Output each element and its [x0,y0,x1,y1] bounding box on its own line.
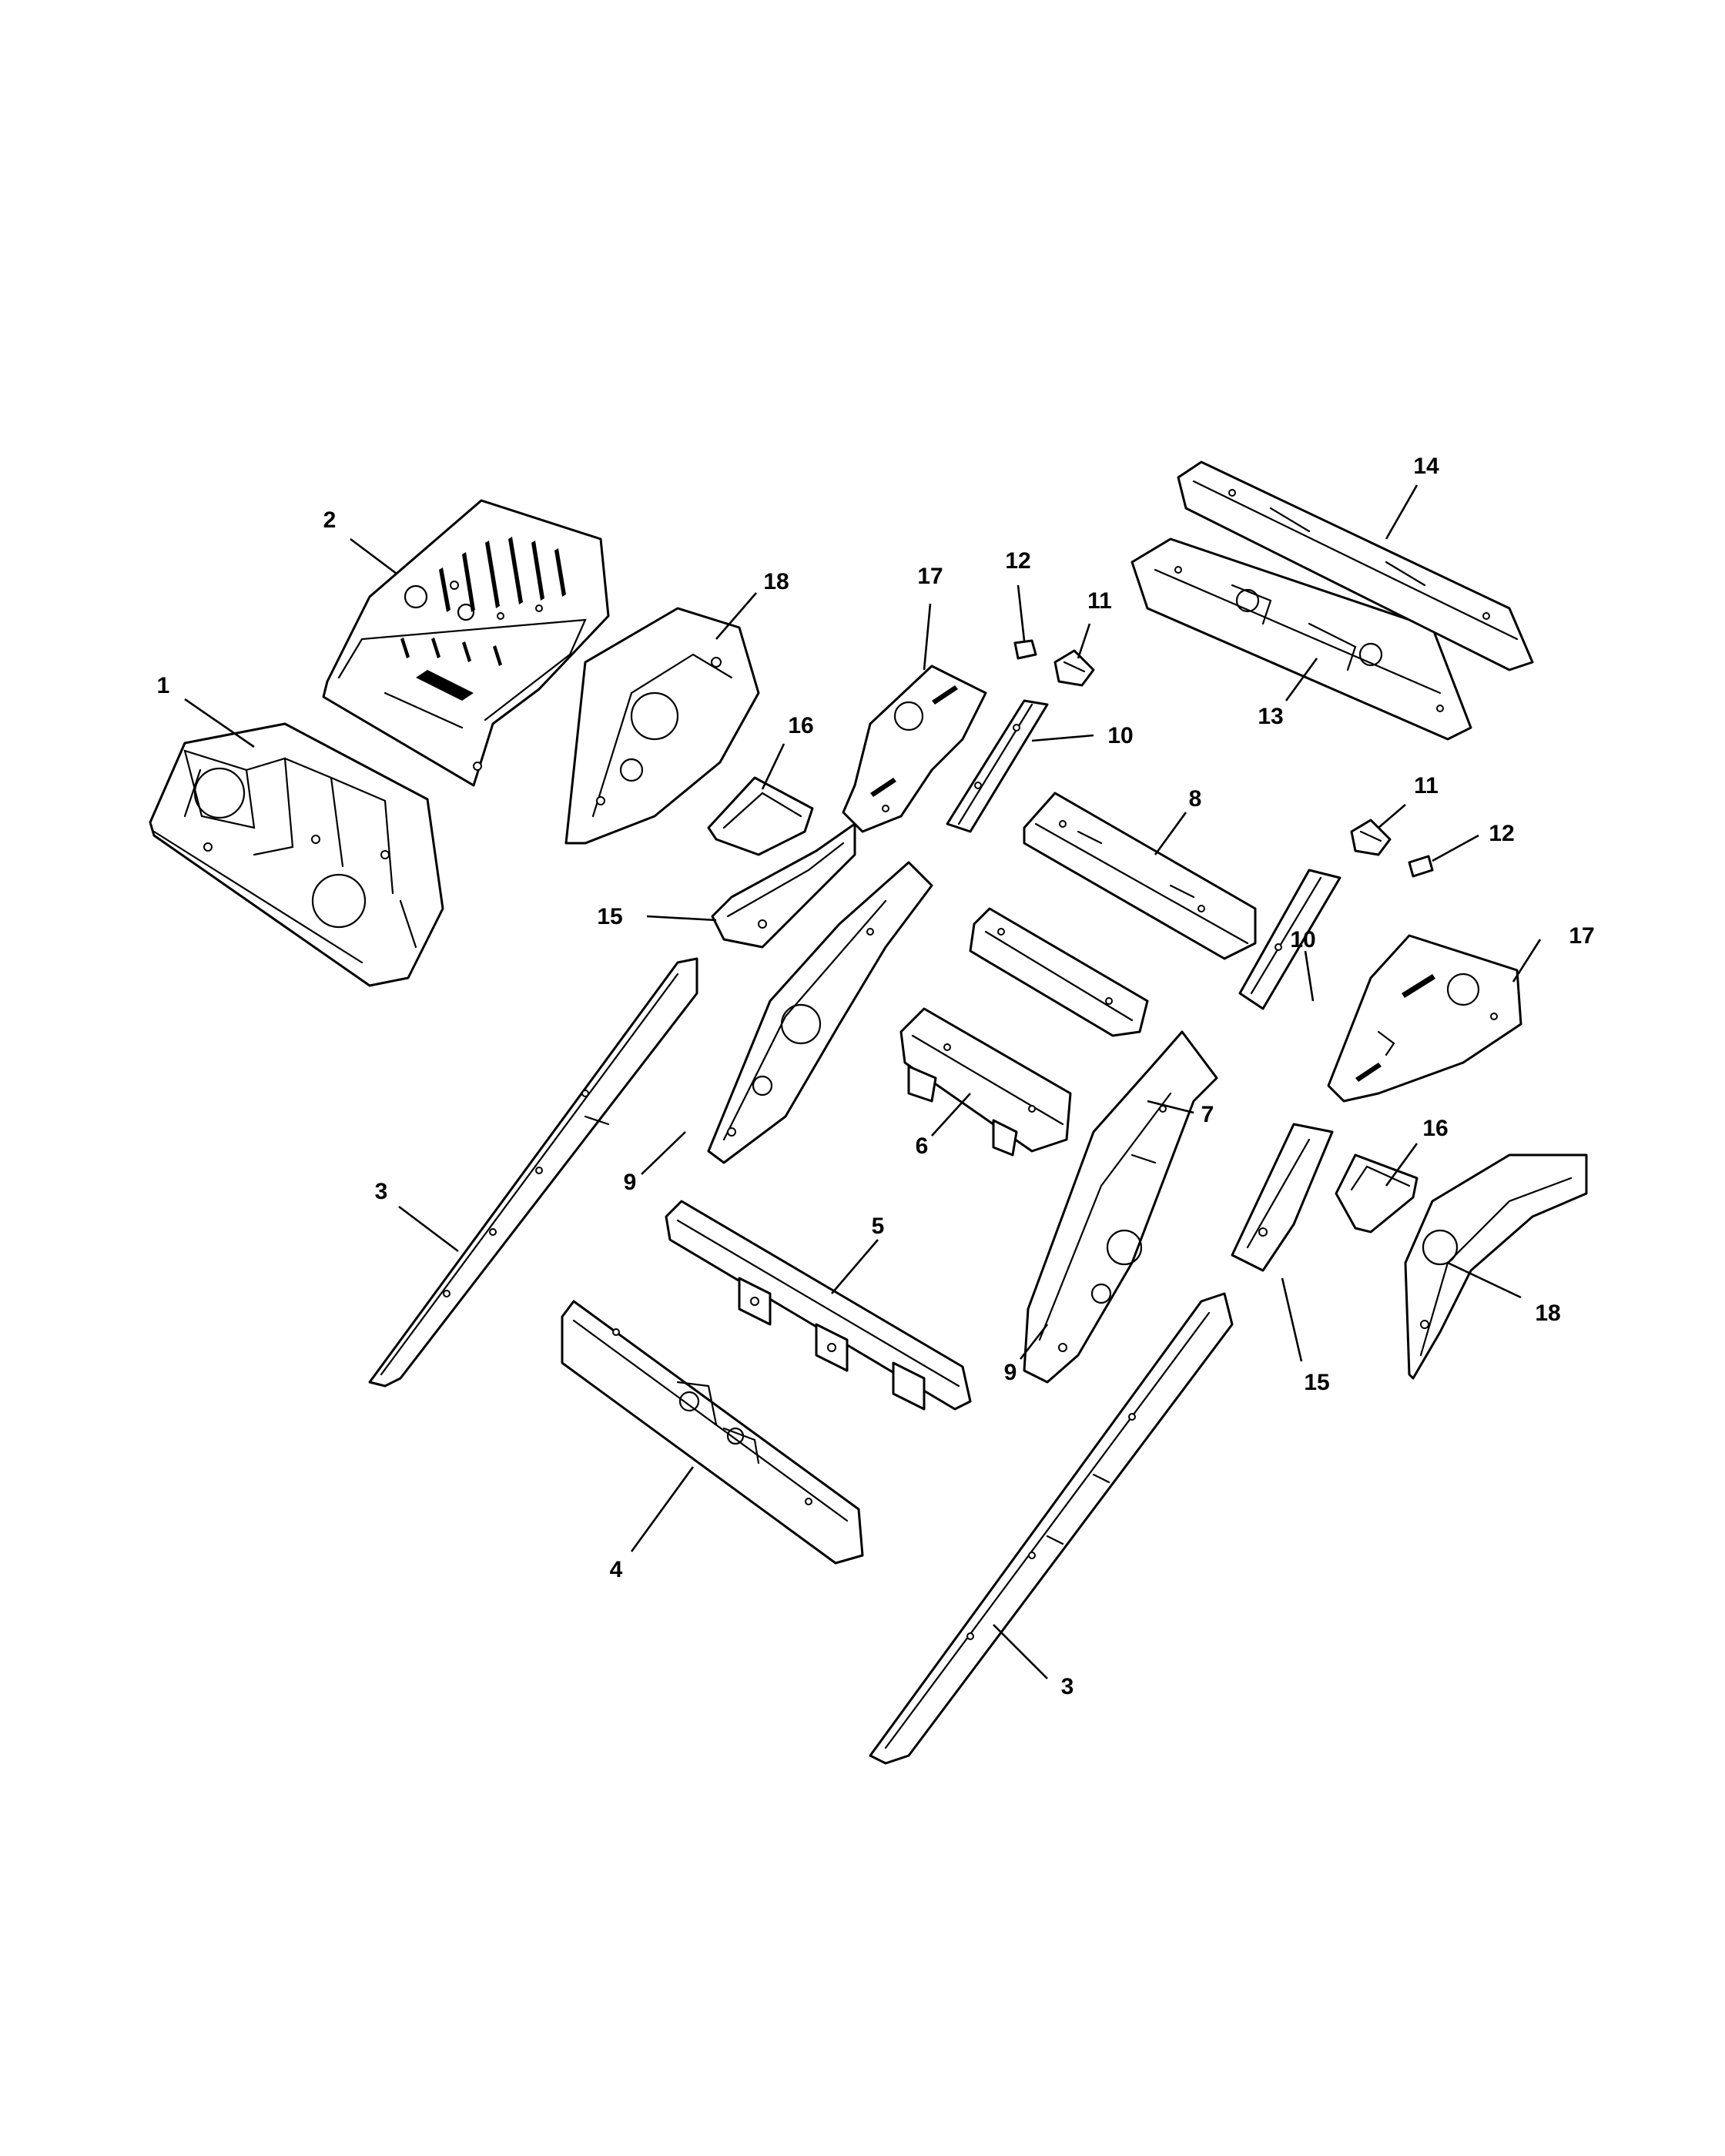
callout-13: 13 [1258,704,1283,729]
leader-11a [1077,623,1091,659]
leader-6 [931,1093,971,1137]
part-8-crossmember [1023,792,1257,960]
callout-12a: 12 [1005,548,1030,574]
leader-5 [831,1239,879,1294]
part-13-rear-panel-lower [1130,537,1472,741]
leader-16a [761,743,785,790]
part-1-front-floor-pan [149,722,444,987]
part-17-upper-panel [842,665,987,833]
part-3-right-sill-rail [869,1292,1234,1765]
callout-3b: 3 [1061,1674,1074,1699]
leader-18a [715,592,757,640]
part-5-crossmember [665,1200,972,1411]
callout-1: 1 [157,673,170,698]
part-14-rear-panel-upper [1177,460,1534,671]
callout-15b: 15 [1304,1370,1329,1395]
leader-12b [1432,834,1479,862]
callout-18b: 18 [1535,1301,1560,1326]
callout-17a: 17 [917,564,943,589]
callout-15a: 15 [597,904,622,929]
part-9-left-rear-rail [707,861,933,1164]
callout-11a: 11 [1087,588,1112,614]
floor-ribs [400,537,566,666]
callout-7: 7 [1201,1102,1214,1127]
leader-9b [1019,1324,1049,1360]
callout-8: 8 [1189,786,1202,812]
part-16-right-bracket [1335,1153,1419,1234]
leader-3a [398,1205,459,1253]
leader-17a [923,603,932,671]
part-crossmember-middle [969,907,1149,1037]
callout-12b: 12 [1489,821,1514,846]
callout-2: 2 [323,507,337,533]
callout-4: 4 [610,1557,623,1582]
part-16-left-bracket [707,776,814,856]
leader-8 [1154,812,1187,855]
part-15-left-brace [711,822,856,949]
callout-11b: 11 [1414,773,1439,798]
callout-9b: 9 [1004,1360,1017,1385]
leader-14 [1385,484,1419,540]
callout-18a: 18 [763,569,789,594]
callout-9a: 9 [624,1170,637,1195]
callout-6: 6 [916,1133,929,1159]
callout-3a: 3 [375,1179,388,1204]
part-3-left-sill-rail [368,957,698,1388]
callout-16a: 16 [788,713,813,738]
part-12-lower-tab [1408,855,1434,878]
part-2-rear-floor-pan [322,499,610,787]
callout-5: 5 [872,1214,885,1239]
part-7-rear-rail [1023,1030,1218,1384]
callout-14: 14 [1413,454,1439,479]
leader-11b [1378,804,1406,829]
callout-17b: 17 [1569,923,1594,949]
part-6-crossmember [899,1007,1072,1157]
part-12-upper-tab [1013,639,1037,660]
part-18-left-wheelhouse [564,607,760,845]
part-4-crossmember [561,1300,864,1565]
leader-16b [1385,1143,1419,1187]
leader-10b [1304,950,1315,1002]
leader-lines [184,484,1542,1679]
leader-2 [350,537,397,575]
part-18-right-wheelhouse [1404,1153,1588,1380]
leader-13 [1285,658,1318,701]
callout-10b: 10 [1290,927,1315,952]
part-11-lower-bracket [1350,819,1392,856]
leader-7 [1147,1100,1194,1114]
leader-15a [646,915,717,922]
callout-16b: 16 [1422,1116,1448,1141]
part-17-lower-panel [1327,934,1522,1103]
leader-3b [993,1624,1048,1679]
leader-15b [1281,1277,1303,1362]
leader-12a [1017,584,1026,641]
leader-10a [1031,734,1094,742]
leader-1 [184,698,255,748]
part-11-upper-bracket [1053,649,1095,687]
leader-18b [1447,1261,1522,1299]
part-10-lower-channel [1238,869,1341,1010]
callout-labels: 1 2 3 3 4 5 6 7 8 9 9 10 10 11 11 12 12 … [157,454,1595,1699]
part-15-right-brace [1231,1123,1334,1272]
callout-10a: 10 [1107,723,1133,748]
leader-4 [630,1466,695,1552]
part-10-upper-channel [946,699,1049,833]
leader-9a [641,1131,686,1175]
leader-17b [1512,939,1542,983]
